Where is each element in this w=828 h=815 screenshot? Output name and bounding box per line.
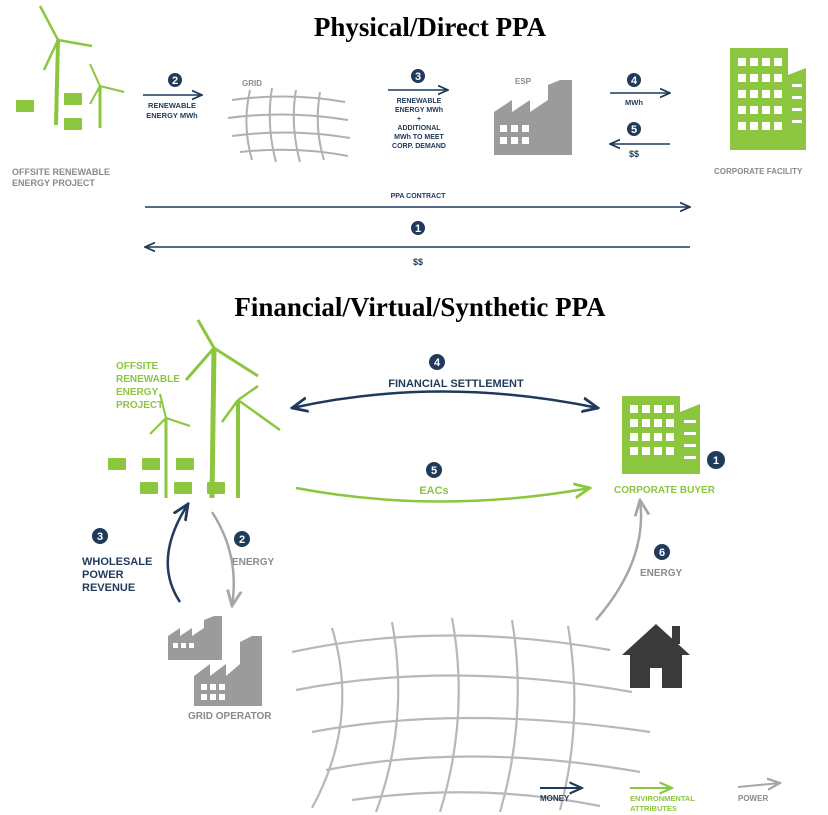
svg-text:ENERGY MWh: ENERGY MWh	[395, 107, 443, 114]
step-2-bottom-badge	[234, 531, 250, 547]
project-label-bottom: OFFSITE RENEWABLE ENERGY PROJECT	[116, 361, 180, 411]
step-3-bottom-number: 3	[97, 531, 103, 543]
svg-text:REVENUE: REVENUE	[82, 582, 135, 594]
step-3-label: RENEWABLE ENERGY MWh + ADDITIONAL MWh TO…	[392, 98, 446, 150]
eacs-label: EACs	[419, 485, 448, 497]
step-3-badge	[411, 69, 425, 83]
title-financial-ppa: Financial/Virtual/Synthetic PPA	[234, 292, 606, 322]
title-physical-ppa: Physical/Direct PPA	[314, 12, 547, 42]
grid-operator-label: GRID OPERATOR	[188, 711, 272, 722]
arrow-eacs	[295, 488, 590, 503]
step-3-bottom-badge	[92, 528, 108, 544]
arrow-financial-settlement	[292, 390, 598, 409]
corporate-facility-label: CORPORATE FACILITY	[714, 167, 803, 176]
project-label-top-2: ENERGY PROJECT	[12, 178, 95, 188]
energy-label-right: ENERGY	[640, 568, 683, 579]
energy-label-left: ENERGY	[232, 557, 275, 568]
legend-power-label: POWER	[738, 794, 768, 803]
building-icon	[730, 48, 806, 150]
project-label-top-1: OFFSITE RENEWABLE	[12, 167, 110, 177]
ppa-contract-label: PPA CONTRACT	[391, 193, 447, 200]
svg-text:CORP. DEMAND: CORP. DEMAND	[392, 143, 446, 150]
step-1-number: 1	[415, 223, 421, 235]
step-5-badge	[627, 122, 641, 136]
legend-money-label: MONEY	[540, 794, 570, 803]
step-5-bottom-number: 5	[431, 465, 437, 477]
step-2-bottom-number: 2	[239, 534, 245, 546]
svg-text:MWh TO MEET: MWh TO MEET	[394, 134, 444, 141]
step-1-bottom-number: 1	[713, 455, 719, 467]
esp-label: ESP	[515, 77, 532, 86]
svg-text:ADDITIONAL: ADDITIONAL	[397, 125, 441, 132]
corporate-buyer-label: CORPORATE BUYER	[614, 485, 716, 496]
payment-label: $$	[413, 257, 423, 267]
step-4-label: MWh	[625, 98, 643, 107]
step-1-bottom-badge	[707, 451, 725, 469]
arrow-energy-to-buyer	[595, 500, 641, 621]
grid-label: GRID	[242, 79, 262, 88]
wind-turbine-icon	[38, 5, 125, 128]
step-1-badge	[411, 221, 425, 235]
arrow-wholesale-revenue	[166, 504, 188, 603]
step-3-number: 3	[415, 71, 421, 83]
step-6-number: 6	[659, 547, 665, 559]
svg-text:+: +	[417, 116, 421, 123]
factory-icon	[494, 80, 572, 155]
legend-power-arrow	[737, 783, 780, 787]
financial-settlement-label: FINANCIAL SETTLEMENT	[388, 378, 524, 390]
svg-text:PROJECT: PROJECT	[116, 400, 163, 411]
step-6-badge	[654, 544, 670, 560]
grid-operator-factory-icon	[168, 616, 262, 706]
step-5-label: $$	[629, 149, 639, 159]
house-icon	[622, 624, 690, 688]
legend-environmental-label-1: ENVIRONMENTAL	[630, 794, 695, 803]
svg-text:POWER: POWER	[82, 569, 124, 581]
solar-panels-icon	[108, 458, 225, 494]
corporate-buyer-building-icon	[622, 396, 700, 474]
svg-text:WHOLESALE: WHOLESALE	[82, 556, 152, 568]
legend-environmental-label-2: ATTRIBUTES	[630, 804, 677, 813]
svg-text:ENERGY: ENERGY	[116, 387, 159, 398]
solar-panel-icon	[16, 93, 82, 130]
step-4-bottom-number: 4	[434, 357, 441, 369]
step-2-label-2: ENERGY MWh	[146, 111, 198, 120]
step-5-number: 5	[631, 124, 637, 136]
grid-mesh-icon	[227, 87, 351, 163]
svg-text:OFFSITE: OFFSITE	[116, 361, 159, 372]
step-4-badge	[627, 73, 641, 87]
wind-turbines-icon	[149, 319, 281, 499]
step-4-number: 4	[631, 75, 638, 87]
svg-text:RENEWABLE: RENEWABLE	[116, 374, 180, 385]
legend: MONEY ENVIRONMENTAL ATTRIBUTES POWER	[540, 783, 780, 813]
step-5-bottom-badge	[426, 462, 442, 478]
power-grid-mesh-icon	[291, 617, 651, 813]
step-4-bottom-badge	[429, 354, 445, 370]
step-2-badge	[168, 73, 182, 87]
step-2-number: 2	[172, 75, 178, 87]
wholesale-revenue-label: WHOLESALE POWER REVENUE	[82, 556, 152, 594]
svg-text:RENEWABLE: RENEWABLE	[397, 98, 442, 105]
step-2-label-1: RENEWABLE	[148, 101, 196, 110]
arrow-energy-to-grid	[210, 511, 234, 606]
